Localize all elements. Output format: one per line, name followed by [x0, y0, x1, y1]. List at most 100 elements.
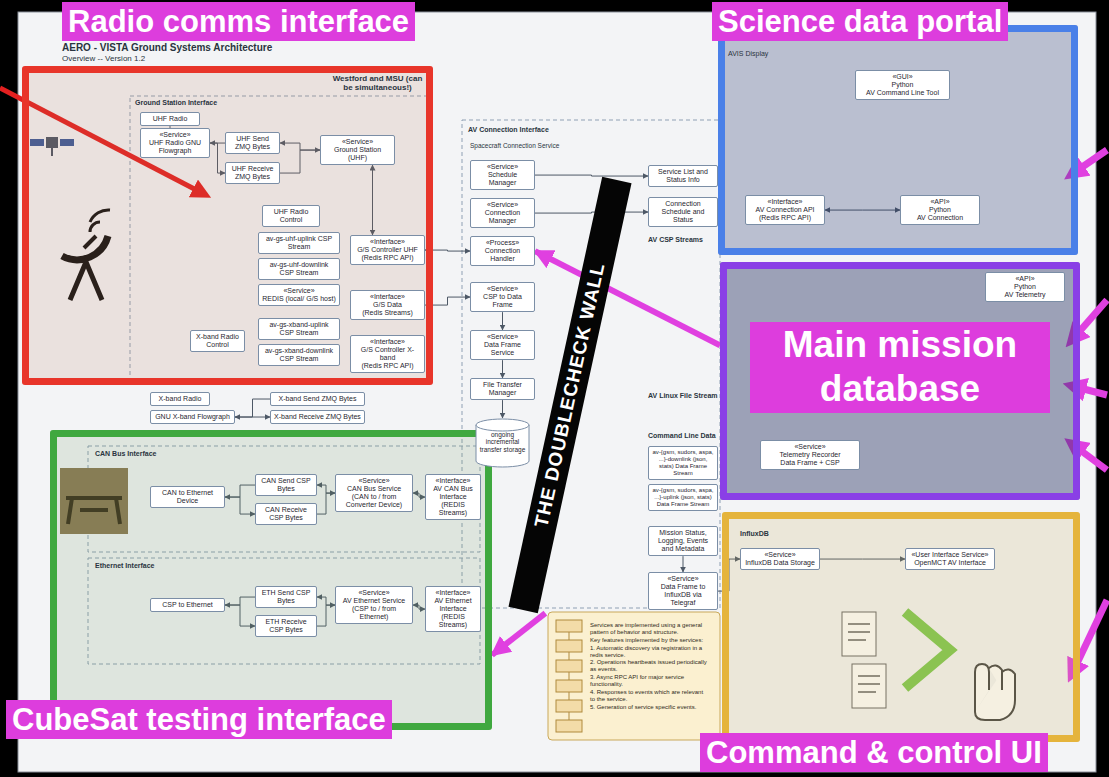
service-box: UHF Send ZMQ Bytes	[225, 132, 280, 154]
box-text: Data Frame + CSP	[764, 459, 856, 467]
box-text: Data Frame to InfluxDB via Telegraf	[652, 583, 714, 607]
box-text: (REDIS Streams)	[429, 613, 477, 629]
box-text: Service List and Status Info	[652, 168, 714, 184]
box-text: G/S Controller X-band	[354, 346, 421, 362]
flow-connector	[502, 360, 503, 378]
service-box: «Interface»G/S Controller X-band(Redis R…	[350, 335, 425, 373]
service-box: «Interface»AV Connection API(Redis RPC A…	[745, 195, 825, 225]
diagram-label: InfluxDB	[740, 530, 769, 538]
note-text: Services are implemented using a general…	[588, 620, 710, 714]
zone-heading: Command & control UI	[700, 733, 1048, 772]
service-box: «Interface»AV CAN Bus Interface(REDIS St…	[425, 474, 481, 520]
box-text: UHF Receive ZMQ Bytes	[229, 165, 276, 181]
service-box: ETH Receive CSP Bytes	[255, 615, 317, 637]
flow-step	[556, 640, 582, 652]
flow-connector	[502, 400, 503, 418]
box-text: Python	[904, 206, 976, 214]
service-box: CAN to Ethernet Device	[150, 486, 225, 508]
box-text: X-band Radio	[154, 395, 206, 403]
box-text: «Service»	[324, 138, 391, 146]
box-text: File Transfer Manager	[474, 381, 531, 397]
zone-heading: Main mission database	[750, 322, 1050, 413]
zone-heading: Science data portal	[712, 2, 1008, 41]
service-box: «Service»Ground Station (UHF)	[320, 135, 395, 165]
service-box: Service List and Status Info	[648, 165, 718, 187]
service-box: Connection Schedule and Status	[648, 197, 718, 227]
box-text: «Interface»	[749, 198, 821, 206]
box-text: X-band Receive ZMQ Bytes	[274, 413, 361, 421]
box-text: AV CAN Bus Interface	[429, 485, 477, 501]
service-box: File Transfer Manager	[470, 378, 535, 400]
box-text: ETH Receive CSP Bytes	[259, 618, 313, 634]
box-text: «Service»	[262, 287, 336, 295]
box-text: Connection Schedule and Status	[652, 200, 714, 224]
box-text: Python	[859, 81, 946, 89]
service-box: av-gs-xband-downlink CSP Stream	[258, 344, 340, 366]
diagram-label: CAN Bus Interface	[95, 450, 156, 458]
service-box: «Service»Data Frame Service	[470, 330, 535, 360]
box-text: CAN Bus Service (CAN to / from Converter…	[339, 485, 409, 509]
box-text: AV Connection API	[749, 206, 821, 214]
service-box: av-gs-uhf-uplink CSP Stream	[258, 232, 340, 254]
box-text: «Interface»	[354, 293, 421, 301]
box-text: G/S Data	[354, 301, 421, 309]
flow-connector	[535, 212, 648, 213]
box-text: ongoing incremental transfer storage	[479, 431, 526, 453]
service-box: «Process»Connection Handler	[470, 236, 535, 266]
box-text: «Process»	[474, 239, 531, 247]
box-text: av-gs-uhf-uplink CSP Stream	[262, 235, 336, 251]
highlight-arrow	[535, 251, 720, 345]
box-text: OpenMCT AV Interface	[909, 559, 991, 567]
box-text: «Service»	[474, 201, 531, 209]
box-text: «Interface»	[354, 238, 421, 246]
box-text: «Service»	[744, 551, 816, 559]
note-line: 2. Operations heartbeats issued periodic…	[590, 659, 708, 673]
box-text: CAN to Ethernet Device	[154, 489, 221, 505]
flow-step	[556, 620, 582, 632]
box-text: Python	[989, 283, 1061, 291]
box-text: (REDIS Streams)	[429, 501, 477, 517]
highlight-arrow	[492, 613, 545, 655]
service-box: «User Interface Service»OpenMCT AV Inter…	[905, 548, 995, 570]
service-box: CSP to Ethernet	[150, 598, 225, 612]
box-text: Mission Status, Logging, Events and Meta…	[652, 529, 714, 553]
service-box: UHF Radio	[140, 112, 200, 126]
box-text: ETH Send CSP Bytes	[259, 589, 313, 605]
box-text: «Service»	[339, 477, 409, 485]
service-box: «Interface»G/S Controller UHF(Redis RPC …	[350, 235, 425, 265]
diagram-label: AV Linux File Stream	[648, 392, 718, 400]
service-box: av-gs-uhf-downlink CSP Stream	[258, 258, 340, 280]
box-text: Connection Manager	[474, 209, 531, 225]
box-text: «Service»	[339, 589, 409, 597]
box-text: (Redis RPC API)	[749, 214, 821, 222]
diagram-label: Ethernet Interface	[95, 562, 155, 570]
service-box: CAN Send CSP Bytes	[255, 474, 317, 496]
diagram-label: Westford and MSU (can be simultaneous!)	[330, 74, 425, 92]
diagram-label: Overview -- Version 1.2	[62, 54, 145, 63]
zone-heading: Radio comms interface	[62, 2, 415, 41]
box-text: InfluxDB Data Storage	[744, 559, 816, 567]
box-text: av-{gsm, sudors, aspa, ...}-downlink (js…	[652, 449, 714, 477]
box-text: av-gs-xband-downlink CSP Stream	[262, 347, 336, 363]
service-box: ETH Send CSP Bytes	[255, 586, 317, 608]
box-text: AV Ethernet Interface	[429, 597, 477, 613]
service-box: X-band Radio Control	[190, 330, 245, 352]
box-text: av-gs-uhf-downlink CSP Stream	[262, 261, 336, 277]
box-text: AV Command Line Tool	[859, 89, 946, 97]
zone-heading: CubeSat testing interface	[6, 700, 392, 739]
service-box: «Service»Telemetry RecorderData Frame + …	[760, 440, 860, 470]
highlight-zone: «Service»InfluxDB Data Storage «User Inte…	[722, 512, 1080, 742]
box-text: av-{gsm, sudors, aspa, ...}-uplink (json…	[652, 487, 714, 508]
box-text: «API»	[904, 198, 976, 206]
box-text: AV Ethernet Service (CSP to / from Ether…	[339, 597, 409, 621]
box-text: CSP to Ethernet	[154, 601, 221, 609]
box-text: UHF Radio Control	[266, 208, 316, 224]
box-text: Telemetry Recorder	[764, 451, 856, 459]
box-text: (Redis RPC API)	[354, 254, 421, 262]
note-line: Services are implemented using a general…	[590, 622, 708, 636]
flow-connector	[535, 175, 648, 177]
flow-connector	[235, 399, 270, 417]
box-text: «Service»	[474, 333, 531, 341]
box-text: «API»	[989, 275, 1061, 283]
box-text: CAN Receive CSP Bytes	[259, 506, 313, 522]
